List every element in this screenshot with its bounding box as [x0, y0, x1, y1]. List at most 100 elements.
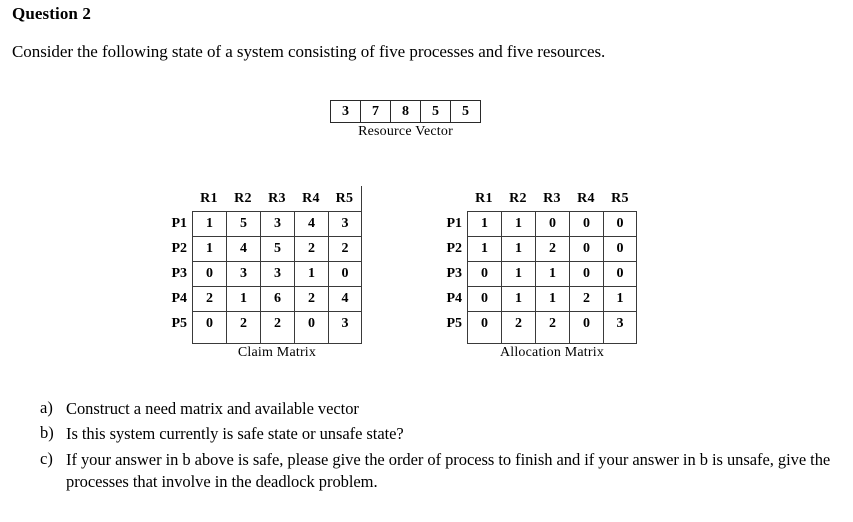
claim-matrix-tail	[328, 336, 362, 344]
allocation-matrix-cell: 1	[535, 286, 569, 311]
allocation-matrix-row-header: P1	[446, 216, 462, 231]
claim-matrix-cell: 2	[294, 236, 328, 261]
claim-matrix-col-header: R1	[200, 191, 218, 206]
claim-matrix-cell: 5	[260, 236, 294, 261]
claim-matrix-tail	[260, 336, 294, 344]
claim-matrix-col-header: R4	[302, 191, 320, 206]
allocation-matrix-block: R1 R2 R3 R4 R5 P1 1 1 0 0 0 P2 1 1 2 0 0…	[441, 186, 637, 361]
allocation-matrix-caption: Allocation Matrix	[499, 345, 605, 360]
allocation-matrix-cell: 1	[467, 211, 501, 236]
claim-matrix-cell: 1	[192, 236, 226, 261]
allocation-matrix-col-header: R3	[543, 191, 561, 206]
allocation-matrix-tail	[501, 336, 535, 344]
claim-matrix-row-header: P1	[171, 216, 187, 231]
claim-matrix-tail	[294, 336, 328, 344]
sub-question-item: c) If your answer in b above is safe, pl…	[40, 449, 840, 494]
claim-matrix-cell: 0	[328, 261, 362, 286]
claim-matrix-cell: 0	[294, 311, 328, 336]
claim-matrix-col-header: R3	[268, 191, 286, 206]
sub-question-marker: b)	[40, 423, 54, 443]
allocation-matrix-row-header: P3	[446, 266, 462, 281]
allocation-matrix-grid: R1 R2 R3 R4 R5 P1 1 1 0 0 0 P2 1 1 2 0 0…	[441, 186, 637, 344]
page-title: Question 2	[12, 4, 91, 23]
claim-matrix-col-header: R5	[328, 186, 362, 211]
resource-vector-cell: 8	[390, 100, 421, 123]
claim-matrix-cell: 5	[226, 211, 260, 236]
allocation-matrix-corner	[441, 186, 467, 211]
resource-vector-cell: 3	[330, 100, 361, 123]
allocation-matrix-cell: 1	[501, 286, 535, 311]
allocation-matrix-cell: 1	[535, 261, 569, 286]
claim-matrix-tail	[192, 336, 226, 344]
allocation-matrix-cell: 2	[569, 286, 603, 311]
claim-matrix-cell: 2	[260, 311, 294, 336]
allocation-matrix-row-header: P2	[446, 241, 462, 256]
sub-question-marker: a)	[40, 398, 53, 417]
allocation-matrix-cell: 0	[569, 236, 603, 261]
claim-matrix-cell: 0	[192, 261, 226, 286]
claim-matrix-cell: 3	[328, 311, 362, 336]
allocation-matrix-tail	[535, 336, 569, 344]
sub-question-list: a) Construct a need matrix and available…	[40, 398, 840, 496]
allocation-matrix-cell: 2	[501, 311, 535, 336]
allocation-matrix-tail	[569, 336, 603, 344]
allocation-matrix-row-header: P5	[446, 316, 462, 331]
claim-matrix-corner	[166, 186, 192, 211]
allocation-matrix-cell: 1	[603, 286, 637, 311]
allocation-matrix-cell: 0	[569, 211, 603, 236]
allocation-matrix-cell: 0	[603, 236, 637, 261]
allocation-matrix-tail-spacer	[441, 336, 467, 344]
claim-matrix-row-header: P4	[171, 291, 187, 306]
claim-matrix-cell: 4	[226, 236, 260, 261]
allocation-matrix-cell: 0	[603, 211, 637, 236]
sub-question-text: Is this system currently is safe state o…	[66, 424, 404, 444]
sub-question-marker: c)	[40, 448, 53, 468]
allocation-matrix-cell: 0	[569, 261, 603, 286]
claim-matrix-row-header: P3	[171, 266, 187, 281]
claim-matrix-cell: 3	[226, 261, 260, 286]
allocation-matrix-cell: 1	[467, 236, 501, 261]
claim-matrix-cell: 2	[192, 286, 226, 311]
claim-matrix-row-header: P2	[171, 241, 187, 256]
allocation-matrix-tail	[603, 336, 637, 344]
resource-vector-block: 3 7 8 5 5 Resource Vector	[330, 100, 481, 140]
allocation-matrix-cell: 3	[603, 311, 637, 336]
claim-matrix-cell: 2	[328, 236, 362, 261]
allocation-matrix-row-header: P4	[446, 291, 462, 306]
allocation-matrix-cell: 1	[501, 261, 535, 286]
claim-matrix-cell: 1	[192, 211, 226, 236]
allocation-matrix-cell: 0	[535, 211, 569, 236]
sub-question-text: If your answer in b above is safe, pleas…	[66, 449, 831, 491]
claim-matrix-cell: 3	[328, 211, 362, 236]
allocation-matrix-cell: 0	[467, 261, 501, 286]
claim-matrix-tail-spacer	[166, 336, 192, 344]
allocation-matrix-col-header: R4	[577, 191, 595, 206]
resource-vector-cell: 7	[360, 100, 391, 123]
resource-vector-cell: 5	[450, 100, 481, 123]
allocation-matrix-cell: 0	[467, 286, 501, 311]
claim-matrix-grid: R1 R2 R3 R4 R5 P1 1 5 3 4 3 P2 1 4 5 2 2…	[166, 186, 362, 344]
claim-matrix-cell: 2	[294, 286, 328, 311]
allocation-matrix-cell: 1	[501, 236, 535, 261]
claim-matrix-cell: 1	[226, 286, 260, 311]
claim-matrix-cell: 3	[260, 261, 294, 286]
claim-matrix-col-header: R2	[234, 191, 252, 206]
claim-matrix-cell: 2	[226, 311, 260, 336]
resource-vector-caption: Resource Vector	[358, 124, 453, 139]
allocation-matrix-col-header: R2	[509, 191, 527, 206]
resource-vector-cell: 5	[420, 100, 451, 123]
sub-question-item: b) Is this system currently is safe stat…	[40, 423, 840, 445]
claim-matrix-cell: 4	[328, 286, 362, 311]
allocation-matrix-col-header: R5	[611, 191, 629, 206]
sub-question-item: a) Construct a need matrix and available…	[40, 398, 840, 420]
resource-vector-row: 3 7 8 5 5	[330, 100, 481, 123]
allocation-matrix-cell: 0	[467, 311, 501, 336]
claim-matrix-row-header: P5	[171, 316, 187, 331]
claim-matrix-cell: 0	[192, 311, 226, 336]
claim-matrix-cell: 3	[260, 211, 294, 236]
claim-matrix-block: R1 R2 R3 R4 R5 P1 1 5 3 4 3 P2 1 4 5 2 2…	[166, 186, 362, 361]
allocation-matrix-cell: 1	[501, 211, 535, 236]
sub-question-text: Construct a need matrix and available ve…	[66, 399, 359, 418]
allocation-matrix-cell: 2	[535, 311, 569, 336]
claim-matrix-cell: 1	[294, 261, 328, 286]
